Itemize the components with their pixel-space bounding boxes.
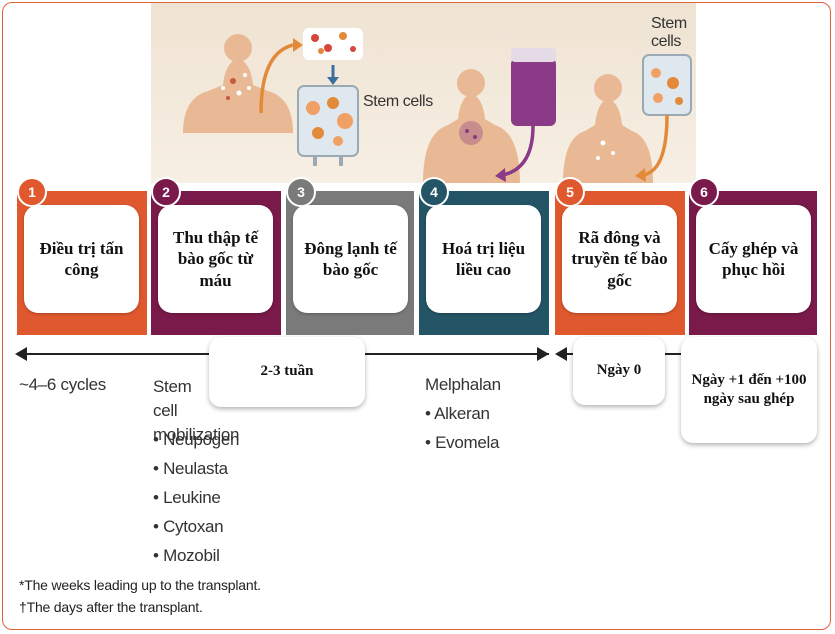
- list-item: • Mozobil: [153, 546, 220, 565]
- stem-cells-label-1: Stem cells: [363, 93, 433, 110]
- stage-number: 2: [151, 177, 181, 207]
- list-item: • Cytoxan: [153, 517, 224, 536]
- arrow-left-icon: [555, 347, 567, 361]
- stage-number: 3: [286, 177, 316, 207]
- chemo-list: • Alkeran • Evomela: [425, 399, 499, 457]
- stage-2: 2 Thu thập tế bào gốc từ máu: [151, 177, 281, 335]
- list-item: • Evomela: [425, 433, 500, 452]
- stage-1: 1 Điều trị tấn công: [17, 177, 147, 335]
- infusion-patient-icon: [563, 74, 653, 183]
- stem-cells-label-2: Stem cells: [651, 15, 687, 50]
- list-item: • Alkeran: [425, 404, 490, 423]
- arrow-up-icon: [259, 43, 294, 114]
- mobilization-list: • Neupogen • Neulasta • Leukine • Cytoxa…: [153, 425, 239, 570]
- iv-bag-icon: [511, 58, 556, 126]
- patient-torso-icon: [183, 34, 293, 133]
- arrow-left-icon: [15, 347, 27, 361]
- stem-cell-bag-icon: [642, 54, 692, 116]
- days-after-bubble: Ngày +1 đến +100 ngày sau ghép: [681, 337, 817, 443]
- chemo-title: Melphalan: [425, 375, 501, 394]
- stage-number: 5: [555, 177, 585, 207]
- weeks-bubble: 2-3 tuần: [209, 337, 365, 407]
- stage-card: Rã đông và truyền tế bào gốc: [562, 205, 677, 313]
- cycles-label: ~4–6 cycles: [19, 375, 106, 394]
- footnote-days: †The days after the transplant.: [19, 599, 203, 615]
- stage-card: Hoá trị liệu liều cao: [426, 205, 541, 313]
- stage-card: Cấy ghép và phục hồi: [696, 205, 811, 313]
- stage-number: 4: [419, 177, 449, 207]
- blood-cells-icon: [303, 28, 363, 60]
- list-item: • Neupogen: [153, 430, 240, 449]
- stage-6: 6 Cấy ghép và phục hồi: [689, 177, 817, 335]
- day0-bubble: Ngày 0: [573, 337, 665, 405]
- stage-card: Đông lạnh tế bào gốc: [293, 205, 408, 313]
- stage-4: 4 Hoá trị liệu liều cao: [419, 177, 549, 335]
- chemo-patient-icon: [423, 69, 520, 183]
- stage-5: 5 Rã đông và truyền tế bào gốc: [555, 177, 685, 335]
- stage-number: 1: [17, 177, 47, 207]
- process-illustration: [183, 28, 692, 183]
- stage-card: Điều trị tấn công: [24, 205, 139, 313]
- stage-card: Thu thập tế bào gốc từ máu: [158, 205, 273, 313]
- arrow-right-icon: [537, 347, 549, 361]
- list-item: • Leukine: [153, 488, 221, 507]
- footnote-weeks: *The weeks leading up to the transplant.: [19, 577, 261, 593]
- list-item: • Neulasta: [153, 459, 228, 478]
- stage-3: 3 Đông lạnh tế bào gốc: [286, 177, 414, 335]
- stage-number: 6: [689, 177, 719, 207]
